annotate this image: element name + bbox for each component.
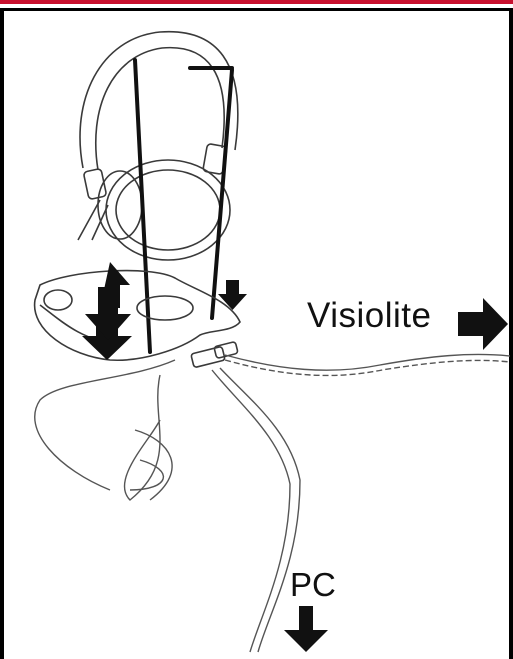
insert-arrow-icon (218, 280, 247, 310)
insert-arrow-icon (85, 287, 131, 340)
cables (35, 354, 510, 652)
stand-base (35, 271, 240, 368)
headset (78, 32, 238, 260)
visiolite-label: Visiolite (307, 296, 431, 336)
arrow-right-icon (458, 298, 508, 350)
stand-uprights (135, 60, 232, 352)
arrow-down-icon (284, 606, 328, 652)
pc-label: PC (290, 566, 336, 604)
